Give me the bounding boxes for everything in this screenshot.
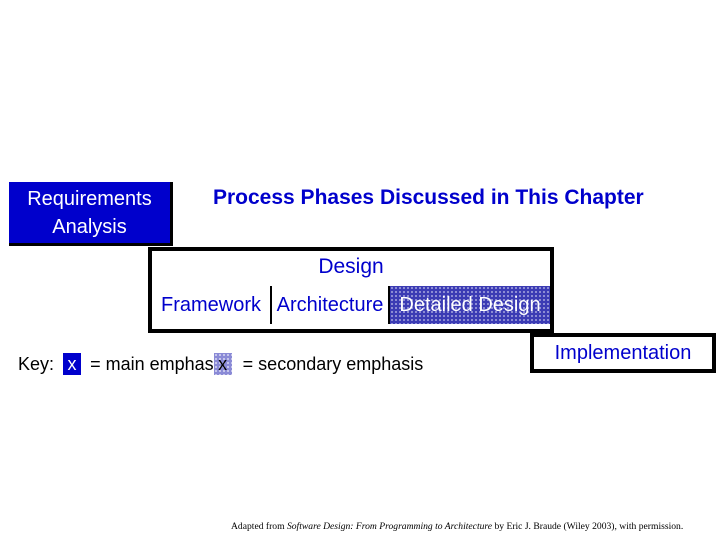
requirements-label: Requirements [27, 187, 152, 210]
requirements-analysis-box: Requirements Analysis [9, 182, 173, 246]
credit-post: by Eric J. Braude (Wiley 2003), with per… [492, 521, 684, 532]
credit-book-title: Software Design: From Programming to Arc… [286, 521, 493, 532]
key-prefix: Key: [18, 354, 55, 375]
analysis-label: Analysis [52, 215, 127, 238]
architecture-cell: Architecture [272, 286, 390, 324]
main-emphasis-swatch: x [63, 353, 82, 376]
credit-pre: Adapted from [231, 521, 287, 532]
secondary-emphasis-swatch: x [213, 353, 232, 376]
slide-title: Process Phases Discussed in This Chapter [213, 186, 644, 209]
key-legend: Key: x = main emphasis x = secondary emp… [18, 350, 423, 377]
credit-line: Adapted from Software Design: From Progr… [231, 521, 683, 532]
framework-cell: Framework [152, 286, 272, 324]
implementation-box: Implementation [530, 333, 716, 373]
secondary-emphasis-text: = secondary emphasis [242, 354, 424, 375]
design-label: Design [318, 255, 384, 278]
main-emphasis-text: = main emphasis [90, 354, 227, 375]
detailed-design-cell: Detailed Design [390, 286, 550, 324]
